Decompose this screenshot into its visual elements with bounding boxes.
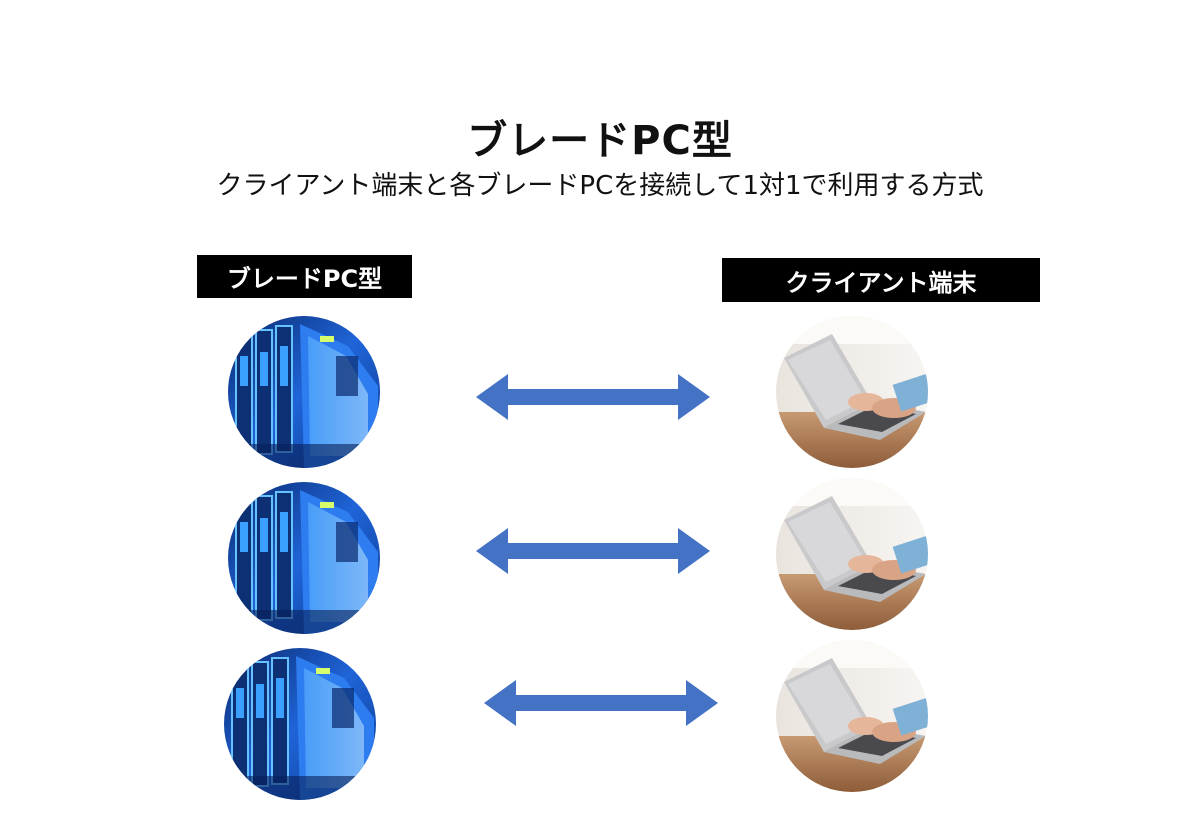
page-title: ブレードPC型 [467, 118, 733, 164]
laptop-image [776, 316, 928, 468]
blade-server-image [228, 316, 380, 468]
double-arrow-icon [476, 374, 710, 420]
laptop-image [776, 640, 928, 792]
page-subtitle: クライアント端末と各ブレードPCを接続して1対1で利用する方式 [216, 171, 984, 201]
laptop-image [776, 478, 928, 630]
blade-server-image [228, 482, 380, 634]
blade-server-image [224, 648, 376, 800]
double-arrow-icon [484, 680, 718, 726]
double-arrow-icon [476, 528, 710, 574]
blade-pc-label: ブレードPC型 [197, 255, 412, 298]
client-terminal-label: クライアント端末 [722, 258, 1040, 302]
blade-pc-label-text: ブレードPC型 [226, 265, 383, 293]
client-terminal-label-text: クライアント端末 [785, 268, 977, 297]
